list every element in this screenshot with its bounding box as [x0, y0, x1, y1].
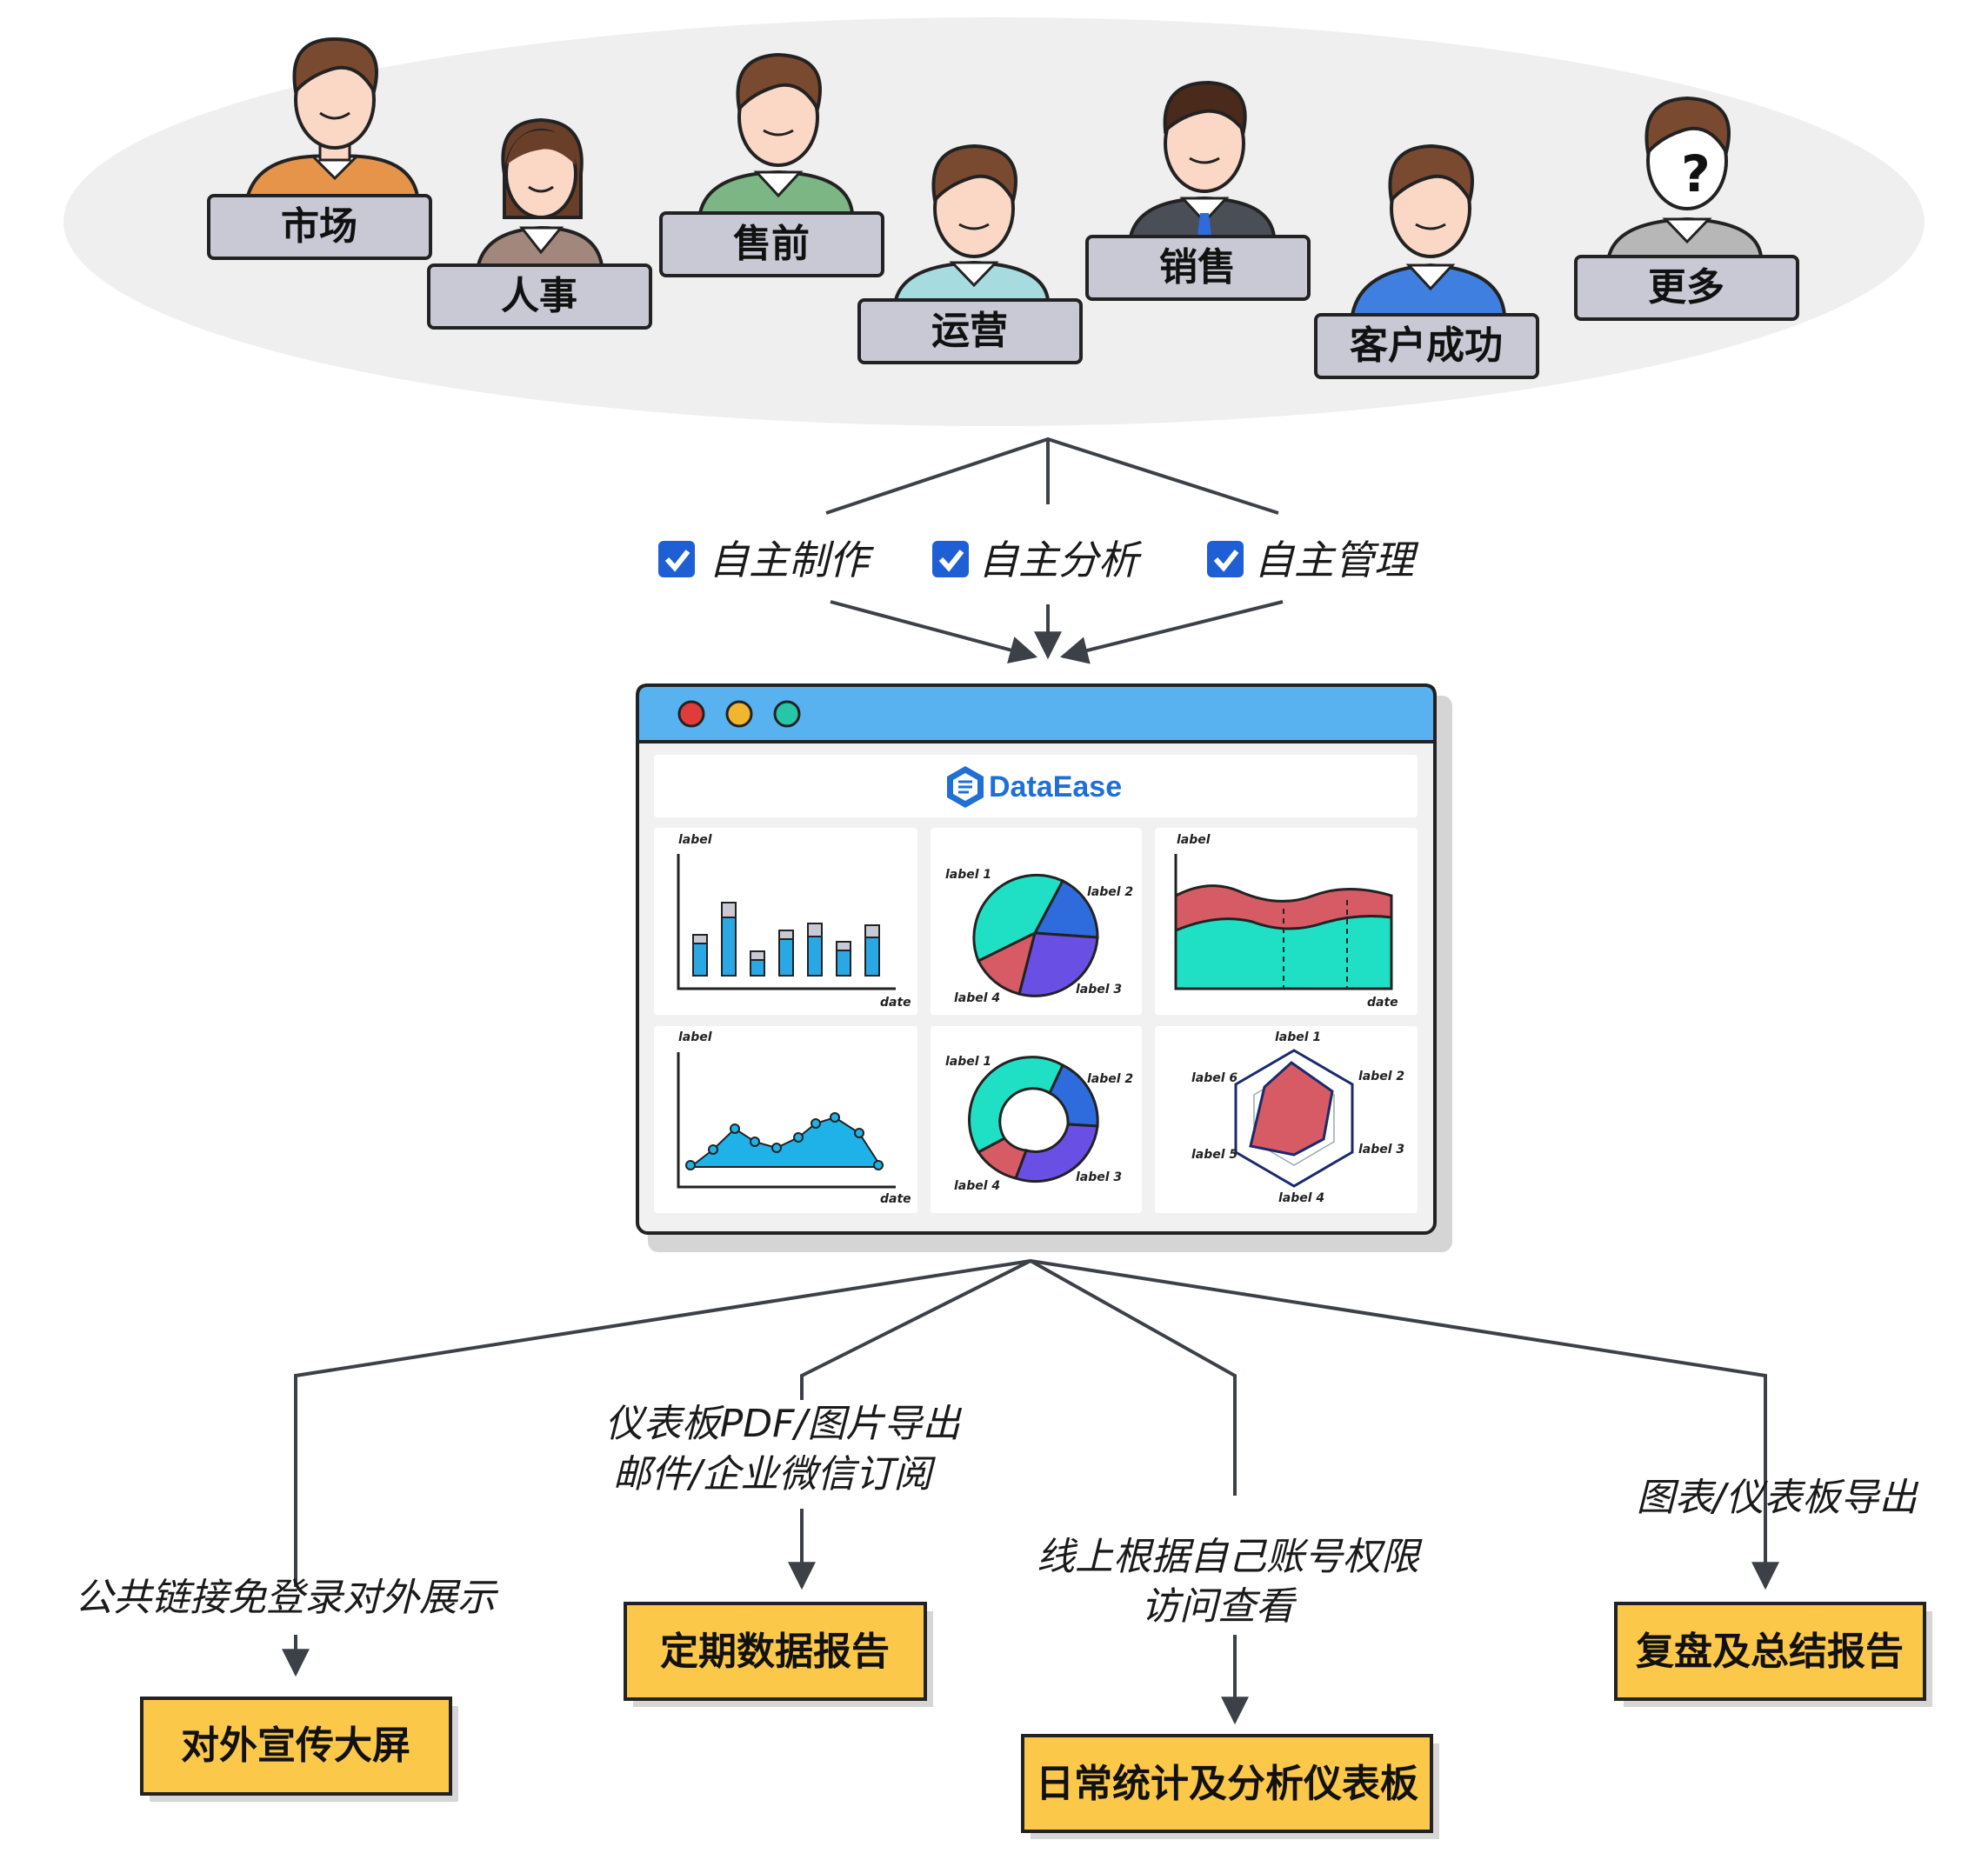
radar-label: label 5 [1191, 1148, 1237, 1162]
bar [721, 902, 737, 977]
role-more: ? 更多 [1574, 96, 1799, 321]
window-close-dot [677, 700, 705, 728]
donut-slices [968, 1056, 1099, 1183]
role-customer-success: 客户成功 [1314, 143, 1539, 379]
window-zoom-dot [773, 700, 801, 728]
role-market: 市场 [207, 37, 432, 260]
role-label: 更多 [1648, 265, 1724, 310]
output-desc: 图表/仪表板导出 [1637, 1476, 1919, 1520]
pie-slices [972, 873, 1099, 997]
role-label: 销售 [1159, 245, 1236, 290]
output-desc: 线上根据自己账号权限 [1037, 1535, 1423, 1579]
slice-label: label 4 [954, 991, 1000, 1005]
output-box-periodic-report: 定期数据报告 [624, 1602, 933, 1707]
dataease-logo-icon [947, 766, 984, 808]
bar [807, 923, 823, 977]
person-avatar [245, 37, 420, 197]
bar [750, 950, 765, 977]
output-desc: 仪表板PDF/图片导出 [605, 1402, 963, 1446]
role-label: 运营 [931, 309, 1008, 353]
line-points [685, 1112, 884, 1170]
axis-x-label: date [880, 996, 911, 1010]
role-label-box [1574, 255, 1799, 321]
role-label-box [1314, 313, 1539, 379]
app-window: DataEase label date label 1 l [636, 683, 1452, 1252]
role-label: 人事 [501, 274, 577, 318]
radar-label: label 6 [1191, 1071, 1237, 1085]
output-connectors [282, 1258, 1779, 1725]
top-connectors [825, 437, 1279, 515]
person-avatar [1350, 143, 1507, 317]
capability-3: 自主管理 [1207, 537, 1419, 583]
capability-1: 自主制作 [658, 537, 874, 583]
output-box-review-report: 复盘及总结报告 [1614, 1602, 1932, 1707]
capability-label: 自主管理 [1254, 537, 1419, 583]
bar [778, 930, 794, 977]
role-presales: 售前 [659, 52, 884, 277]
role-operations: 运营 [857, 143, 1083, 364]
person-avatar [893, 143, 1051, 302]
person-avatar [1128, 80, 1277, 238]
brand-header [654, 755, 1418, 817]
output-box-daily-dashboard: 日常统计及分析仪表板 [1021, 1734, 1439, 1839]
axis-x-label: date [880, 1192, 911, 1206]
panel-bar-chart: label date [654, 828, 917, 1015]
radar-label: label 4 [1278, 1191, 1324, 1205]
slice-label: label 1 [945, 868, 991, 882]
output-desc: 邮件/企业微信订阅 [613, 1452, 937, 1497]
checkbox-icon [658, 541, 695, 577]
bar [836, 941, 851, 977]
slice-label: label 3 [1076, 983, 1122, 997]
window-minimize-dot [725, 700, 753, 728]
converge-arrows [830, 600, 1284, 664]
role-label: 售前 [733, 222, 810, 266]
output-box-label: 定期数据报告 [660, 1630, 890, 1674]
panel-donut-chart: label 1 label 2 label 3 label 4 [931, 1026, 1142, 1213]
axis-y-label: label [678, 833, 712, 847]
radar-label: label 3 [1358, 1143, 1404, 1157]
panel-radar-chart: label 1 label 2 label 3 label 4 label 5 … [1155, 1026, 1418, 1213]
output-box-public-screen: 对外宣传大屏 [140, 1697, 458, 1802]
axis-y-label: label [1177, 833, 1211, 847]
output-desc: 访问查看 [1141, 1584, 1298, 1629]
person-avatar [697, 52, 855, 215]
slice-label: label 2 [1087, 1072, 1133, 1086]
slice-label: label 4 [954, 1179, 1000, 1193]
role-label-box [427, 263, 652, 330]
output-box-label: 复盘及总结报告 [1636, 1630, 1904, 1674]
panel-pie-chart: label 1 label 2 label 3 label 4 [931, 828, 1142, 1015]
panel-line-chart: label date [654, 1026, 917, 1213]
bar [864, 924, 880, 977]
output-box-label: 日常统计及分析仪表板 [1036, 1762, 1418, 1806]
role-label: 客户成功 [1350, 323, 1503, 368]
role-label-box [207, 194, 432, 260]
slice-label: label 2 [1087, 885, 1133, 899]
role-label-box [857, 298, 1083, 364]
bar [692, 934, 708, 977]
radar-label: label 1 [1275, 1030, 1321, 1044]
brand-name: DataEase [989, 770, 1122, 803]
axis-y-label: label [678, 1030, 712, 1044]
role-sales: 销售 [1085, 80, 1311, 301]
capability-label: 自主分析 [978, 537, 1143, 583]
slice-label: label 3 [1076, 1170, 1122, 1184]
slice-label: label 1 [945, 1055, 991, 1069]
capability-label: 自主制作 [709, 537, 874, 583]
capability-2: 自主分析 [932, 537, 1143, 583]
role-label: 市场 [281, 204, 357, 249]
unknown-mark: ? [1681, 144, 1711, 203]
panel-area-chart: label date [1155, 828, 1418, 1015]
role-label-box [659, 211, 884, 277]
person-avatar [476, 117, 604, 267]
role-label-box [1085, 235, 1311, 301]
axis-x-label: date [1367, 996, 1398, 1010]
radar-label: label 2 [1358, 1070, 1404, 1083]
checkbox-icon [932, 541, 969, 577]
output-box-label: 对外宣传大屏 [181, 1723, 410, 1768]
checkbox-icon [1207, 541, 1244, 577]
output-desc: 公共链接免登录对外展示 [75, 1576, 499, 1620]
person-avatar: ? [1606, 96, 1764, 258]
role-hr: 人事 [427, 117, 652, 330]
